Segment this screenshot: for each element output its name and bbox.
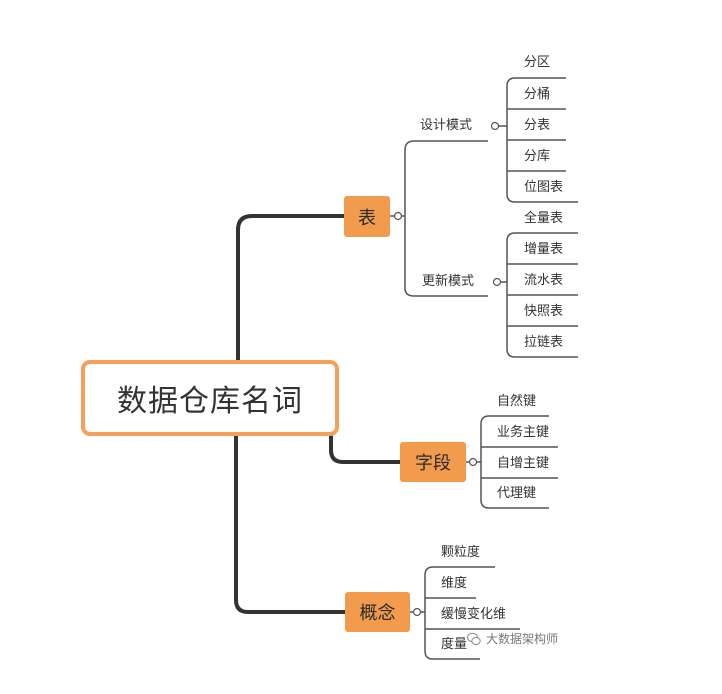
leaf-item[interactable]: 自增主键 <box>497 456 550 471</box>
group-label-update[interactable]: 更新模式 <box>422 274 475 289</box>
group-label-design[interactable]: 设计模式 <box>420 118 473 133</box>
leaf-item[interactable]: 分桶 <box>524 87 551 102</box>
leaf-item[interactable]: 缓慢变化维 <box>441 607 507 622</box>
table-subtree-bracket <box>404 140 415 297</box>
leaf-item[interactable]: 拉链表 <box>524 335 564 350</box>
update-collapse-toggle[interactable] <box>492 277 502 287</box>
leaf-item[interactable]: 颗粒度 <box>441 545 481 560</box>
leaf-item[interactable]: 流水表 <box>524 273 564 288</box>
wechat-icon <box>467 632 481 645</box>
trunk-to-table <box>236 214 346 362</box>
leaf-item[interactable]: 业务主键 <box>497 425 550 440</box>
table-collapse-toggle[interactable] <box>393 211 403 221</box>
root-label: 数据仓库名词 <box>117 384 303 419</box>
concept-bracket <box>424 566 434 660</box>
trunk-to-concept <box>234 434 347 614</box>
root-node[interactable]: 数据仓库名词 <box>81 360 339 436</box>
leaf-item[interactable]: 分库 <box>524 149 551 164</box>
leaf-item[interactable]: 快照表 <box>524 304 564 319</box>
leaf-item[interactable]: 全量表 <box>524 211 564 226</box>
branch-label-concept: 概念 <box>359 603 396 624</box>
leaf-item[interactable]: 增量表 <box>524 242 564 257</box>
leaf-item[interactable]: 代理键 <box>497 486 537 501</box>
design-collapse-toggle[interactable] <box>490 121 500 131</box>
watermark-text: 大数据架构师 <box>486 632 559 646</box>
leaf-item[interactable]: 分表 <box>524 118 551 133</box>
branch-label-table: 表 <box>358 207 376 229</box>
branch-node-field[interactable]: 字段 <box>400 442 466 482</box>
leaf-item[interactable]: 度量 <box>441 637 468 652</box>
branch-node-concept[interactable]: 概念 <box>345 592 410 632</box>
leaf-item[interactable]: 分区 <box>524 55 551 70</box>
trunk-to-field <box>329 434 402 464</box>
leaf-item[interactable]: 维度 <box>441 576 468 591</box>
leaf-item[interactable]: 自然键 <box>497 394 537 409</box>
branch-label-field: 字段 <box>415 453 451 474</box>
field-bracket <box>480 415 490 509</box>
watermark: 大数据架构师 <box>467 630 558 647</box>
field-collapse-toggle[interactable] <box>468 457 478 467</box>
branch-node-table[interactable]: 表 <box>344 196 390 237</box>
leaf-item[interactable]: 位图表 <box>524 180 564 195</box>
concept-collapse-toggle[interactable] <box>412 607 422 617</box>
